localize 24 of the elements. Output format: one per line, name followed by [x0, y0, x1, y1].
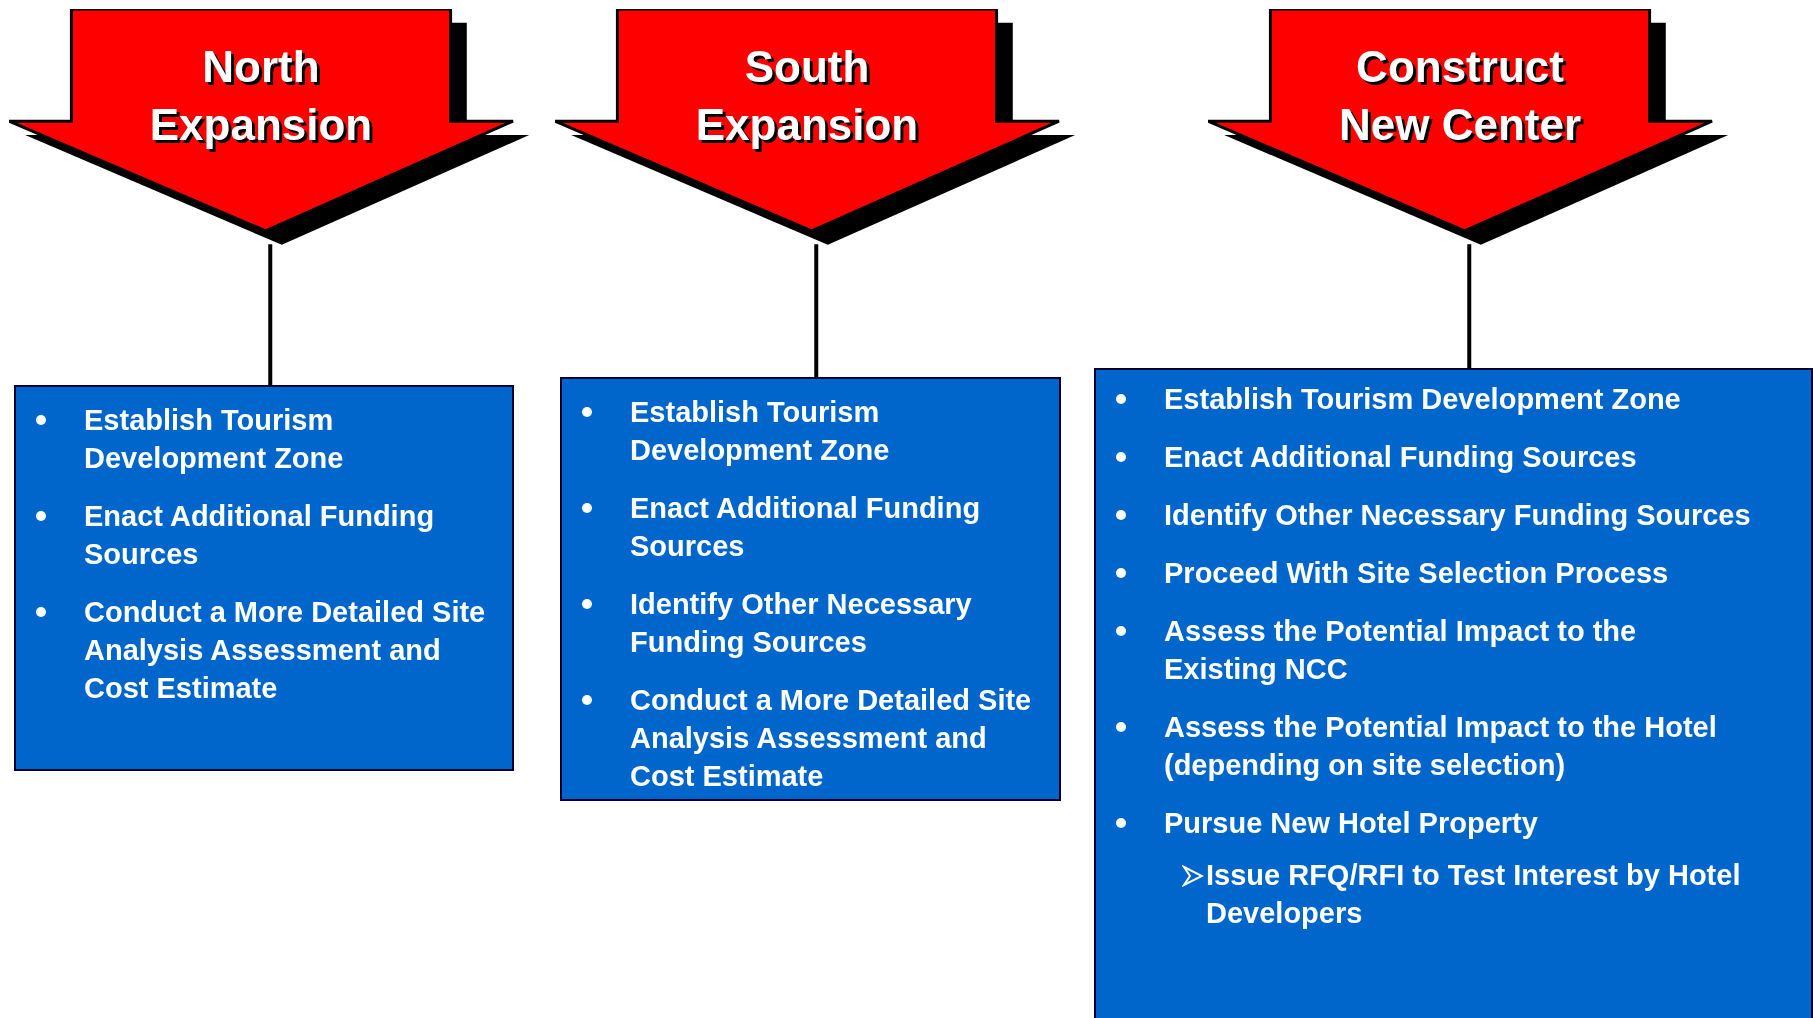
- bullet-item: Establish Tourism Development Zone: [84, 403, 345, 476]
- bullet-item: Establish Tourism Development Zone: [630, 395, 891, 468]
- bullet-item: Assess the Potential Impact to the Existing NCC: [1164, 614, 1638, 687]
- bullet-item: Conduct a More Detailed Site Analysis Assessment and Cost Estimate: [84, 595, 487, 706]
- bullet-item: Enact Additional Funding Sources: [630, 491, 982, 564]
- bullet-item: Identify Other Necessary Funding Sources: [1164, 498, 1751, 533]
- connector-line: [268, 244, 273, 385]
- bullet-item: Pursue New Hotel Property: [1164, 806, 1538, 841]
- bullet-list-panel: [14, 385, 514, 771]
- sub-bullet-item: Issue RFQ/RFI to Test Interest by Hotel Developers: [1206, 858, 1742, 931]
- bullet-item: Assess the Potential Impact to the Hotel (depending on site selection): [1164, 710, 1718, 783]
- bullet-item: Establish Tourism Development Zone: [1164, 382, 1681, 417]
- bullet-item: Identify Other Necessary Funding Sources: [630, 587, 973, 660]
- bullet-item: Conduct a More Detailed Site Analysis Assessment and Cost Estimate: [630, 683, 1033, 794]
- arrow-title: Construct New Center: [1337, 40, 1583, 151]
- connector-line: [1467, 244, 1472, 368]
- bullet-list-panel: [560, 377, 1061, 801]
- bullet-item: Enact Additional Funding Sources: [84, 499, 436, 572]
- arrow-title: North Expansion: [148, 40, 374, 151]
- bullet-item: Proceed With Site Selection Process: [1164, 556, 1669, 591]
- bullet-list-panel: [1094, 368, 1813, 1018]
- bullet-item: Enact Additional Funding Sources: [1164, 440, 1637, 475]
- connector-line: [814, 244, 819, 377]
- arrow-title: South Expansion: [694, 40, 920, 151]
